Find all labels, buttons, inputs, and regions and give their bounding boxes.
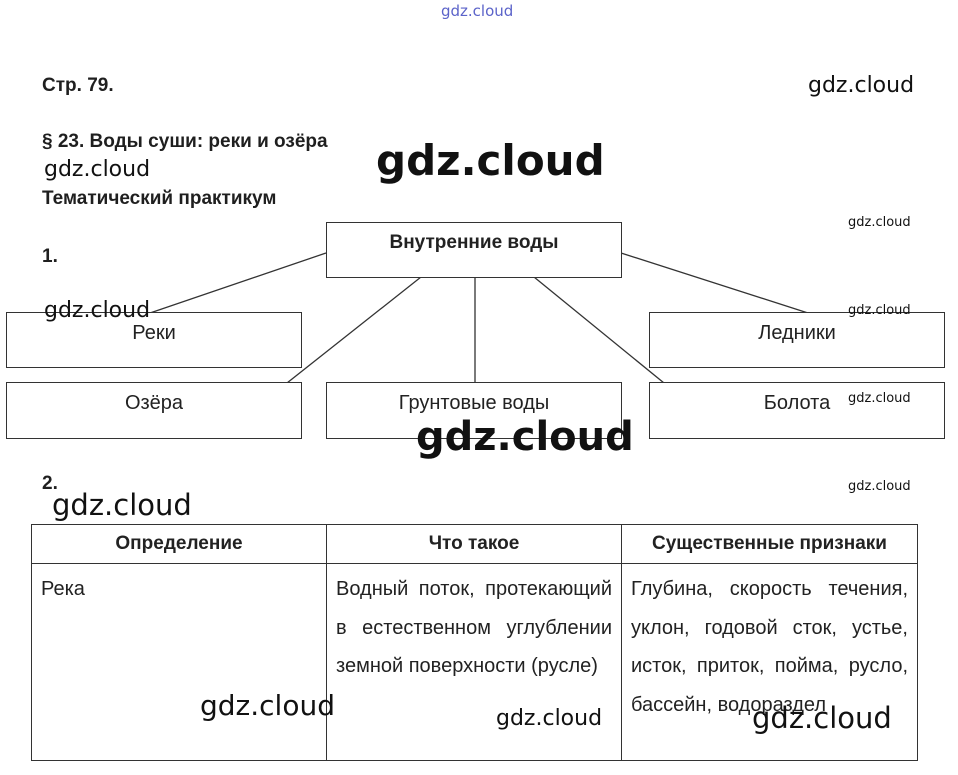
column-header-what-is-it: Что такое <box>326 524 622 564</box>
diagram-node-groundwater: Грунтовые воды <box>326 382 622 439</box>
subsection-title: Тематический практикум <box>42 188 277 209</box>
table-header-row: Определение Что такое Существенные призн… <box>31 524 918 564</box>
watermark: gdz.cloud <box>848 479 911 494</box>
page-reference: Стр. 79. <box>42 75 114 96</box>
cell-what-is-it: Водный поток, протекающий в естественном… <box>326 563 622 761</box>
connector-swamps <box>533 276 665 384</box>
definition-table: Определение Что такое Существенные призн… <box>31 524 918 761</box>
connector-rivers <box>149 252 327 314</box>
section-title: § 23. Воды суши: реки и озёра <box>42 131 328 152</box>
watermark: gdz.cloud <box>441 2 514 20</box>
table-row: Река Водный поток, протекающий в естеств… <box>31 563 918 761</box>
watermark: gdz.cloud <box>848 391 911 406</box>
cell-essential-features: Глубина, скорость течения, уклон, годово… <box>621 563 918 761</box>
column-header-definition: Определение <box>31 524 327 564</box>
watermark: gdz.cloud <box>808 73 915 98</box>
column-header-essential-features: Существенные признаки <box>621 524 918 564</box>
task-2-number: 2. <box>42 473 58 494</box>
diagram-node-glaciers: Ледники <box>649 312 945 368</box>
watermark: gdz.cloud <box>496 706 603 731</box>
diagram-root-internal-waters: Внутренние воды <box>326 222 622 278</box>
cell-term: Река <box>31 563 327 761</box>
watermark: gdz.cloud <box>44 157 151 182</box>
watermark: gdz.cloud <box>848 303 911 318</box>
diagram-node-rivers: Реки <box>6 312 302 368</box>
watermark: gdz.cloud <box>200 689 335 722</box>
diagram-node-swamps: Болота <box>649 382 945 439</box>
connector-lakes <box>286 276 422 384</box>
task-1-number: 1. <box>42 246 58 267</box>
watermark: gdz.cloud <box>376 136 605 185</box>
watermark: gdz.cloud <box>752 701 892 735</box>
connector-glaciers <box>620 252 809 314</box>
watermark: gdz.cloud <box>848 215 911 230</box>
diagram-node-lakes: Озёра <box>6 382 302 439</box>
watermark: gdz.cloud <box>52 488 192 522</box>
watermark: gdz.cloud <box>44 298 151 323</box>
watermark: gdz.cloud <box>416 414 634 460</box>
